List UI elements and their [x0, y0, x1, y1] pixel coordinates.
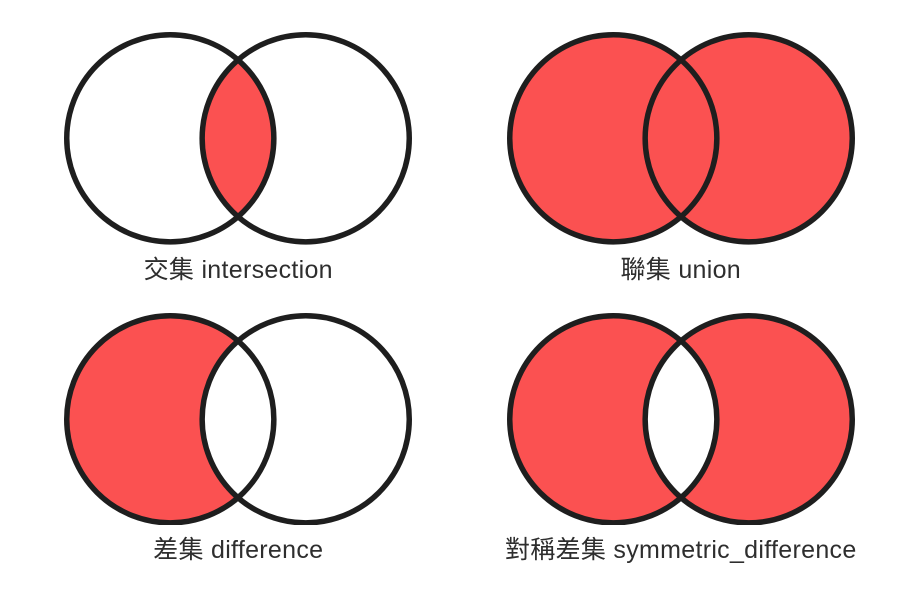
venn-caption-symmetric-difference: 對稱差集 symmetric_difference — [504, 536, 857, 565]
venn-diagram-union — [506, 32, 855, 245]
venn-figure-intersection: 交集 intersection — [22, 32, 455, 285]
venn-figure-difference: 差集 difference — [22, 312, 455, 566]
venn-figure-union: 聯集 union — [465, 32, 898, 285]
venn-figure-symmetric-difference: 對稱差集 symmetric_difference — [465, 312, 898, 566]
venn-diagram-intersection — [64, 32, 413, 245]
venn-diagram-symmetric-difference — [506, 312, 855, 526]
venn-caption-intersection: 交集 intersection — [143, 255, 333, 284]
venn-grid: 交集 intersection 聯集 union 差集 difference 對… — [22, 32, 898, 566]
venn-diagram-difference — [64, 312, 413, 526]
venn-caption-difference: 差集 difference — [153, 536, 324, 565]
venn-caption-union: 聯集 union — [620, 255, 741, 284]
